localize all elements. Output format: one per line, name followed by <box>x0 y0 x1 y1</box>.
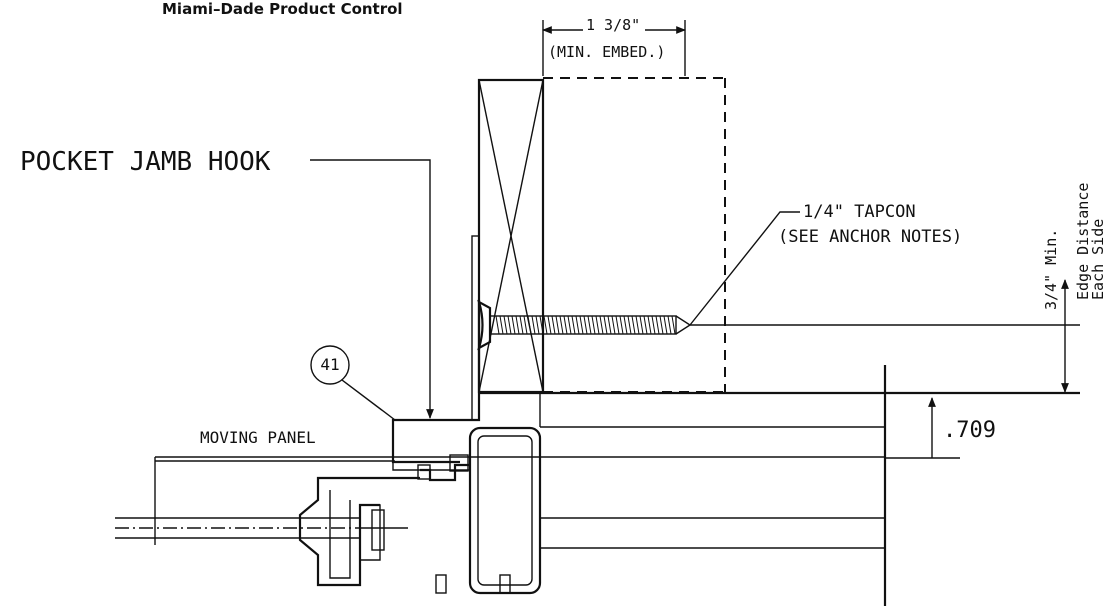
screw-thread <box>635 315 640 335</box>
screw-thread <box>607 315 612 335</box>
screw-thread <box>511 315 516 335</box>
screw-thread <box>663 315 668 335</box>
screw-thread <box>639 315 644 335</box>
screw-thread <box>579 315 584 335</box>
screw-thread <box>595 315 600 335</box>
screw-thread <box>555 315 560 335</box>
jamb-hook-plate <box>391 235 481 464</box>
screw-thread <box>611 315 616 335</box>
wood-buck <box>477 78 545 394</box>
screw-thread <box>535 315 540 335</box>
screw-thread <box>651 315 656 335</box>
screw-thread <box>619 315 624 335</box>
each-side-label: Each Side <box>1089 219 1105 300</box>
screw-thread <box>671 315 676 335</box>
screw-thread <box>531 315 536 335</box>
gap-dimension-label: .709 <box>943 418 996 443</box>
moving-panel-label: MOVING PANEL <box>200 428 316 447</box>
screw-thread <box>551 315 556 335</box>
screw-thread <box>527 315 532 335</box>
panel-extrusion <box>298 426 542 595</box>
concrete-substrate <box>543 77 726 393</box>
edge-min-label: 3/4" Min. <box>1042 229 1060 310</box>
screw-thread <box>643 315 648 335</box>
screw-thread <box>507 315 512 335</box>
screw-thread <box>523 315 528 335</box>
callout-41-label: 41 <box>320 355 339 374</box>
edge-distance-label: Edge Distance <box>1074 183 1092 300</box>
glass-lite <box>115 517 408 539</box>
embed-dimension-label: 1 3/8" <box>586 16 640 34</box>
embed-dimension <box>542 20 686 76</box>
screw-thread <box>667 315 672 335</box>
gap-dimension <box>885 397 960 459</box>
screw-thread <box>499 315 504 335</box>
screw-thread <box>615 315 620 335</box>
header-title: Miami–Dade Product Control <box>162 0 403 18</box>
screw-thread <box>515 315 520 335</box>
callout-41-bubble <box>310 345 350 385</box>
screw-thread <box>659 315 664 335</box>
screw-thread <box>567 315 572 335</box>
screw-thread <box>631 315 636 335</box>
anchor-note: (SEE ANCHOR NOTES) <box>778 227 962 247</box>
screw-thread <box>539 315 544 335</box>
screw-thread <box>603 315 608 335</box>
edge-distance-dimension <box>690 279 1080 393</box>
screw-thread <box>543 315 548 335</box>
tapcon-label: 1/4" TAPCON <box>803 202 916 222</box>
tapcon-leader <box>689 211 800 326</box>
screw-thread <box>583 315 588 335</box>
screw-thread <box>559 315 564 335</box>
callout-41-leader <box>341 379 396 421</box>
screw-thread <box>563 315 568 335</box>
screw-thread <box>571 315 576 335</box>
pocket-jamb-hook-leader <box>310 159 434 419</box>
screw-thread <box>495 315 500 335</box>
screw-thread <box>547 315 552 335</box>
tapcon-screw <box>477 299 692 351</box>
screw-thread <box>599 315 604 335</box>
screw-thread <box>575 315 580 335</box>
panel-rail-lines <box>154 426 885 549</box>
screw-thread <box>503 315 508 335</box>
embed-note: (MIN. EMBED.) <box>548 43 665 61</box>
screw-thread <box>623 315 628 335</box>
pocket-jamb-hook-label: POCKET JAMB HOOK <box>20 147 271 177</box>
screw-thread <box>647 315 652 335</box>
screw-thread <box>627 315 632 335</box>
screw-thread <box>655 315 660 335</box>
screw-thread <box>591 315 596 335</box>
screw-thread <box>587 315 592 335</box>
screw-thread <box>519 315 524 335</box>
